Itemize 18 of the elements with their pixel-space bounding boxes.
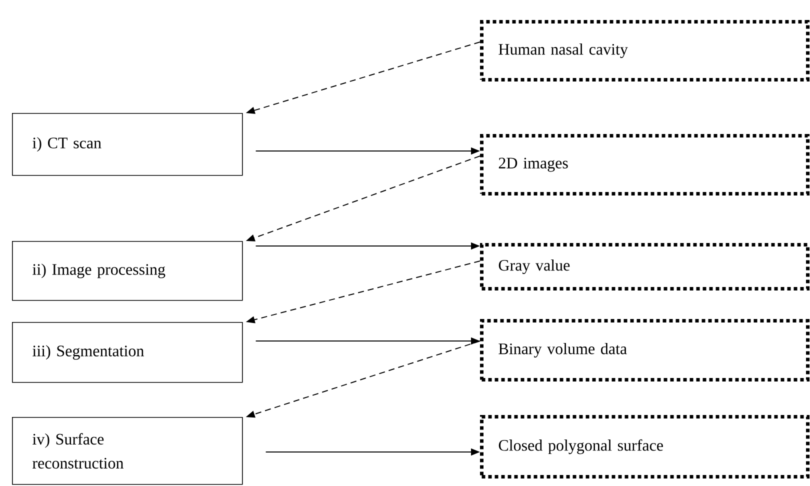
label: 2D images [498,158,568,172]
label: Human nasal cavity [498,43,628,58]
label: iii) Segmentation [32,345,144,360]
output-box [480,415,810,478]
label: Gray value [498,259,570,274]
output-box [480,319,810,382]
process-box [12,322,243,383]
process-box [12,240,243,301]
label: iv) Surface reconstruction [32,433,124,469]
output-box [480,20,810,82]
label: ii) Image processing [32,264,166,278]
label: Binary volume data [498,342,627,358]
process-box [12,113,243,176]
output-box [480,134,810,196]
label: Closed polygonal surface [498,439,663,454]
output-box [480,243,810,290]
label: i) CT scan [32,137,102,152]
process-box [12,417,243,485]
